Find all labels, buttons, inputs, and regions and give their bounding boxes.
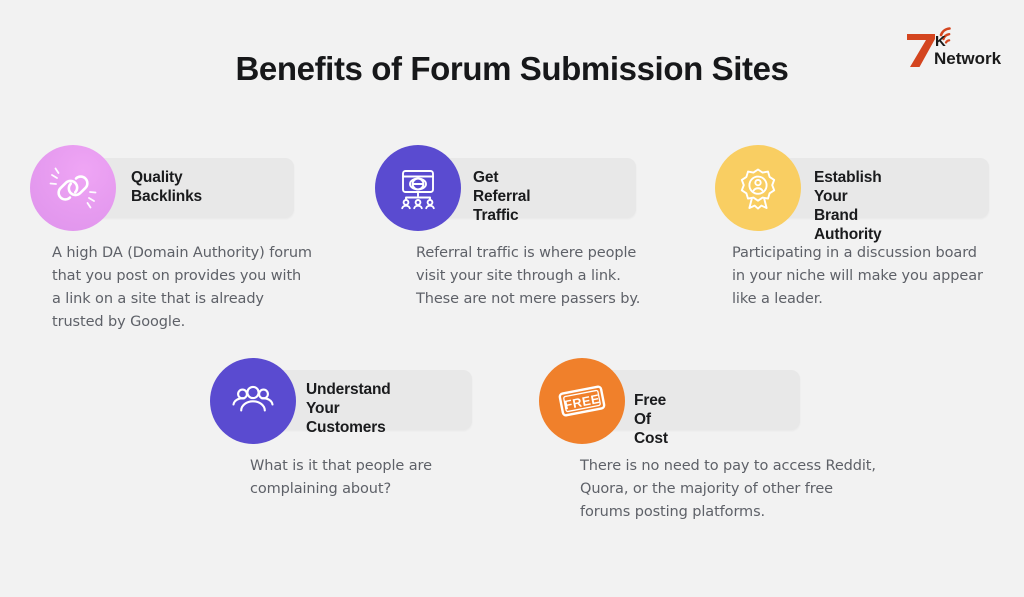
- card-title-4: Understand Your Customers: [306, 381, 391, 436]
- badge-5: FREE: [539, 358, 625, 444]
- chain-link-icon: [49, 167, 97, 209]
- svg-text:K: K: [935, 33, 946, 50]
- award-badge-icon: [740, 168, 776, 210]
- brand-logo: K Network: [897, 22, 1002, 70]
- svg-text:FREE: FREE: [563, 392, 601, 413]
- page-title: Benefits of Forum Submission Sites: [235, 50, 789, 87]
- card-body-5: There is no need to pay to access Reddit…: [580, 458, 876, 520]
- browser-network-icon: [401, 170, 435, 210]
- card-title-1: Quality Backlinks: [131, 169, 203, 205]
- card-body-2: Referral traffic is where people visit y…: [416, 245, 641, 307]
- badge-1: [30, 145, 116, 231]
- card-title-3: Establish Your Brand Authority: [814, 169, 882, 243]
- free-stamp-icon: FREE: [558, 385, 606, 417]
- card-body-1: A high DA (Domain Authority) forum that …: [52, 245, 312, 330]
- badge-2: [375, 145, 461, 231]
- svg-text:Network: Network: [934, 49, 1002, 68]
- logo-mark-icon: K Network: [907, 27, 1002, 68]
- card-title-5: Free Of Cost: [634, 392, 668, 447]
- card-title-2: Get Referral Traffic: [473, 169, 531, 224]
- badge-3: [715, 145, 801, 231]
- card-body-3: Participating in a discussion board in y…: [732, 245, 983, 307]
- people-group-icon: [232, 385, 274, 412]
- card-body-4: What is it that people are complaining a…: [250, 458, 432, 497]
- badge-4: [210, 358, 296, 444]
